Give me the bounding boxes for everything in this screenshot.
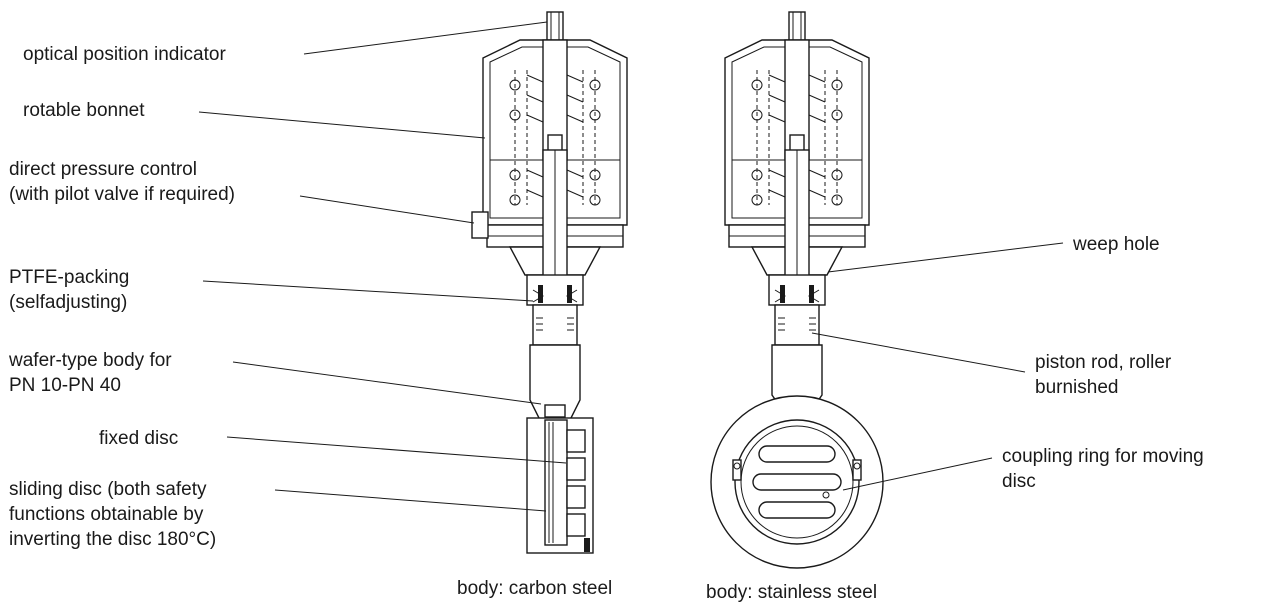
caption-stainless-steel: body: stainless steel xyxy=(706,582,878,603)
label-wafer-type-body: wafer-type body for PN 10-PN 40 xyxy=(9,350,172,396)
label-piston-rod: piston rod, roller burnished xyxy=(1035,352,1172,398)
leader-lines xyxy=(198,21,1064,512)
caption-carbon-steel: body: carbon steel xyxy=(457,578,613,599)
label-fixed-disc: fixed disc xyxy=(99,428,179,449)
label-ptfe-packing: PTFE-packing (selfadjusting) xyxy=(9,267,130,313)
label-direct-pressure-control: direct pressure control (with pilot valv… xyxy=(9,159,235,205)
leader-piston-rod xyxy=(811,332,1026,373)
label-rotable-bonnet: rotable bonnet xyxy=(23,100,145,121)
right-valve-drawing xyxy=(710,11,884,569)
leader-fixed-disc xyxy=(226,436,567,464)
leader-weep-hole xyxy=(827,242,1064,273)
leader-ptfe-packing xyxy=(202,280,534,302)
label-weep-hole: weep hole xyxy=(1073,234,1160,255)
leader-direct-pressure-control xyxy=(299,195,475,224)
label-coupling-ring: coupling ring for moving disc xyxy=(1002,446,1204,492)
leader-sliding-disc xyxy=(274,489,547,512)
leader-wafer-type-body xyxy=(232,361,542,405)
left-valve-drawing xyxy=(471,11,628,554)
label-optical-position-indicator: optical position indicator xyxy=(23,44,226,65)
label-sliding-disc: sliding disc (both safety functions obta… xyxy=(9,479,217,550)
leader-optical-position-indicator xyxy=(303,21,548,55)
leader-coupling-ring xyxy=(842,457,993,491)
leader-rotable-bonnet xyxy=(198,111,486,139)
